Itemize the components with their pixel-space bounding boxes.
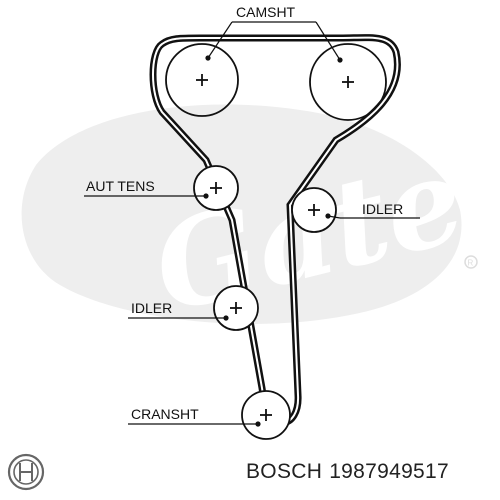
auto-tensioner-pulley [193,165,239,211]
footer: BOSCH 1987949517 [0,452,500,492]
gates-watermark: Gates R [21,104,500,341]
timing-belt [149,34,401,426]
label-crankshaft: CRANSHT [131,406,199,422]
camshaft-pulley-right [309,43,387,121]
crankshaft-pulley [241,390,291,440]
leader-lines [84,21,420,427]
label-camshaft: CAMSHT [236,4,296,20]
part-number: 1987949517 [329,460,449,483]
idler-pulley-right [291,187,337,233]
label-idler-right: IDLER [362,201,403,217]
camshaft-pulley-left [165,43,239,117]
label-auto-tensioner: AUT TENS [86,178,155,194]
idler-pulley-left [213,285,259,331]
label-idler-left: IDLER [131,300,172,316]
registered-mark-icon [464,255,478,269]
product-caption: BOSCH 1987949517 [246,460,449,484]
bosch-logo-icon [7,453,45,491]
brand-name: BOSCH [246,460,323,483]
svg-text:R: R [468,259,474,268]
